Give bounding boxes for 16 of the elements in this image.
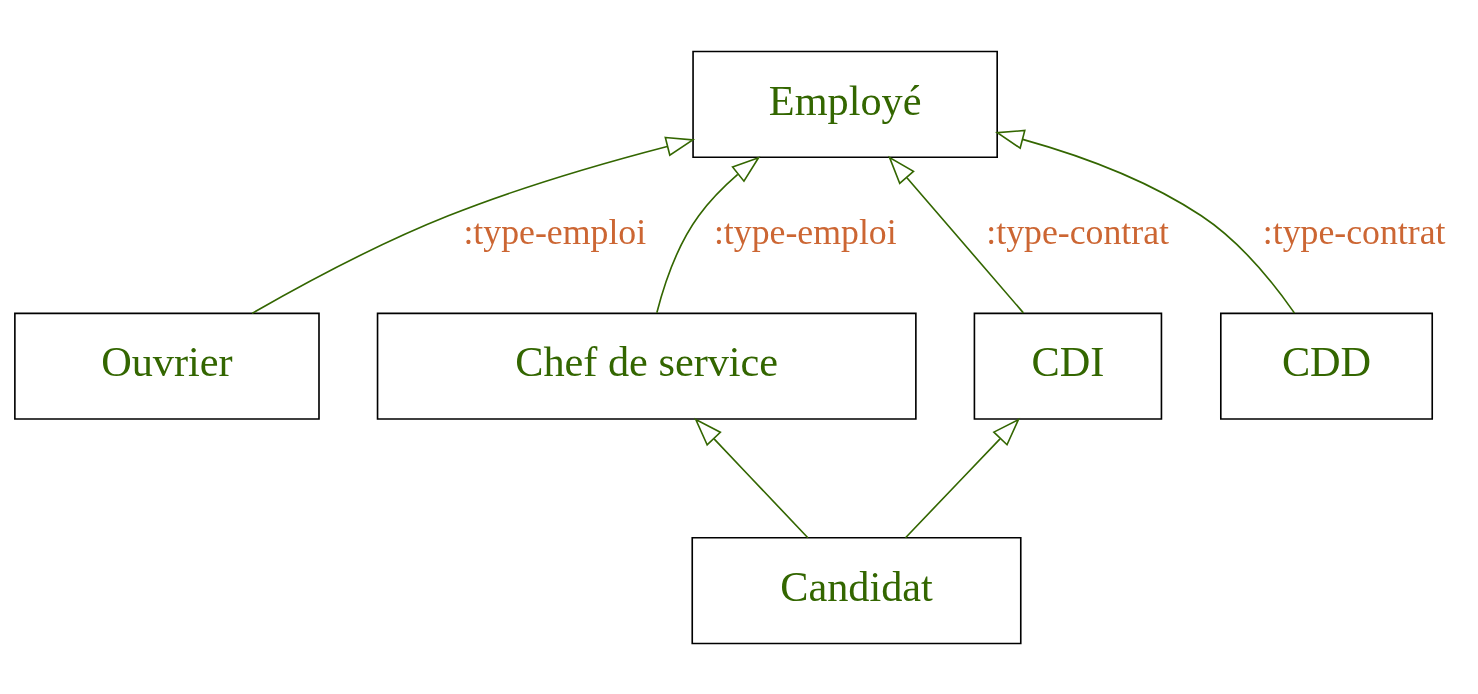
node-box: Candidat [691,536,1022,644]
edge-label: :type-emploi [713,211,897,252]
edge-label: :type-contrat [986,211,1170,252]
edge-label: :type-emploi [463,211,647,252]
arrow [904,417,1021,539]
arrow [656,155,761,314]
arrow [994,129,1296,314]
node-box: Employé [692,50,998,158]
node-box: Chef de service [376,312,917,420]
edge-label: :type-contrat [1262,211,1446,252]
arrow [251,136,696,314]
node-box: CDD [1220,312,1434,420]
arrow [888,155,1025,314]
node-box: CDI [973,312,1163,420]
arrow [694,417,809,539]
node-box: Ouvrier [14,312,320,420]
